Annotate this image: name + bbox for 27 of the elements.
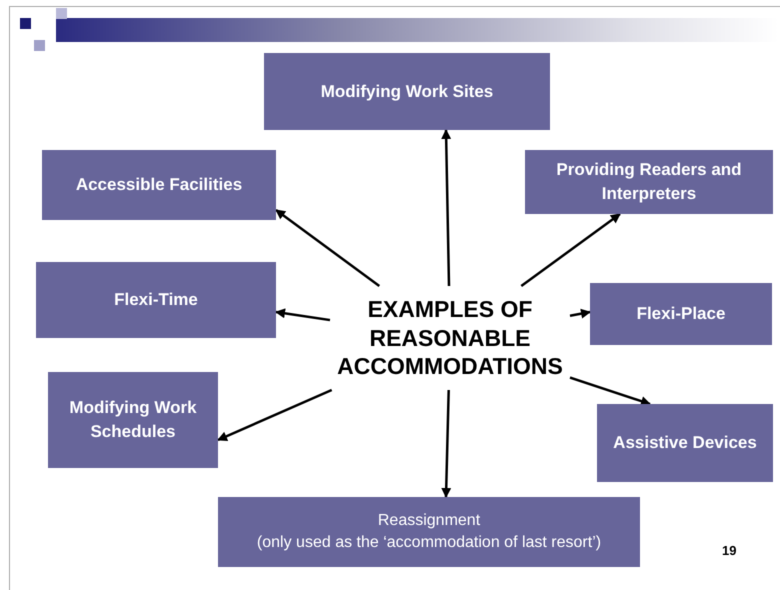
accommodation-box: [264, 53, 550, 130]
accommodation-box: [36, 262, 276, 338]
arrow: [441, 390, 452, 498]
accommodation-box: [525, 150, 773, 214]
box-title: Providing Readers and Interpreters: [555, 159, 743, 205]
arrow: [570, 376, 651, 406]
arrow: [520, 213, 621, 287]
box-title: Assistive Devices: [613, 432, 757, 454]
box-title: Modifying Work Schedules: [68, 397, 198, 443]
accommodation-box: [218, 497, 640, 567]
central-heading: EXAMPLES OF REASONABLE ACCOMMODATIONS: [330, 286, 570, 390]
arrow: [275, 308, 330, 322]
accommodation-box: [590, 283, 772, 345]
accommodation-box: [48, 372, 218, 468]
box-title: Flexi-Time: [114, 289, 198, 312]
accommodation-box: [42, 150, 276, 220]
box-title: Accessible Facilities: [76, 174, 242, 196]
arrow: [570, 308, 591, 319]
page-number: 19: [722, 543, 736, 558]
box-title: Reassignment: [378, 510, 480, 531]
arrow: [275, 209, 380, 287]
box-note: (only used as the ‘accommodation of last resort’): [256, 533, 602, 553]
arrow: [441, 129, 452, 286]
arrow: [217, 388, 332, 442]
accommodation-box: [597, 404, 773, 482]
box-title: Modifying Work Sites: [320, 80, 494, 103]
box-title: Flexi-Place: [636, 303, 726, 326]
